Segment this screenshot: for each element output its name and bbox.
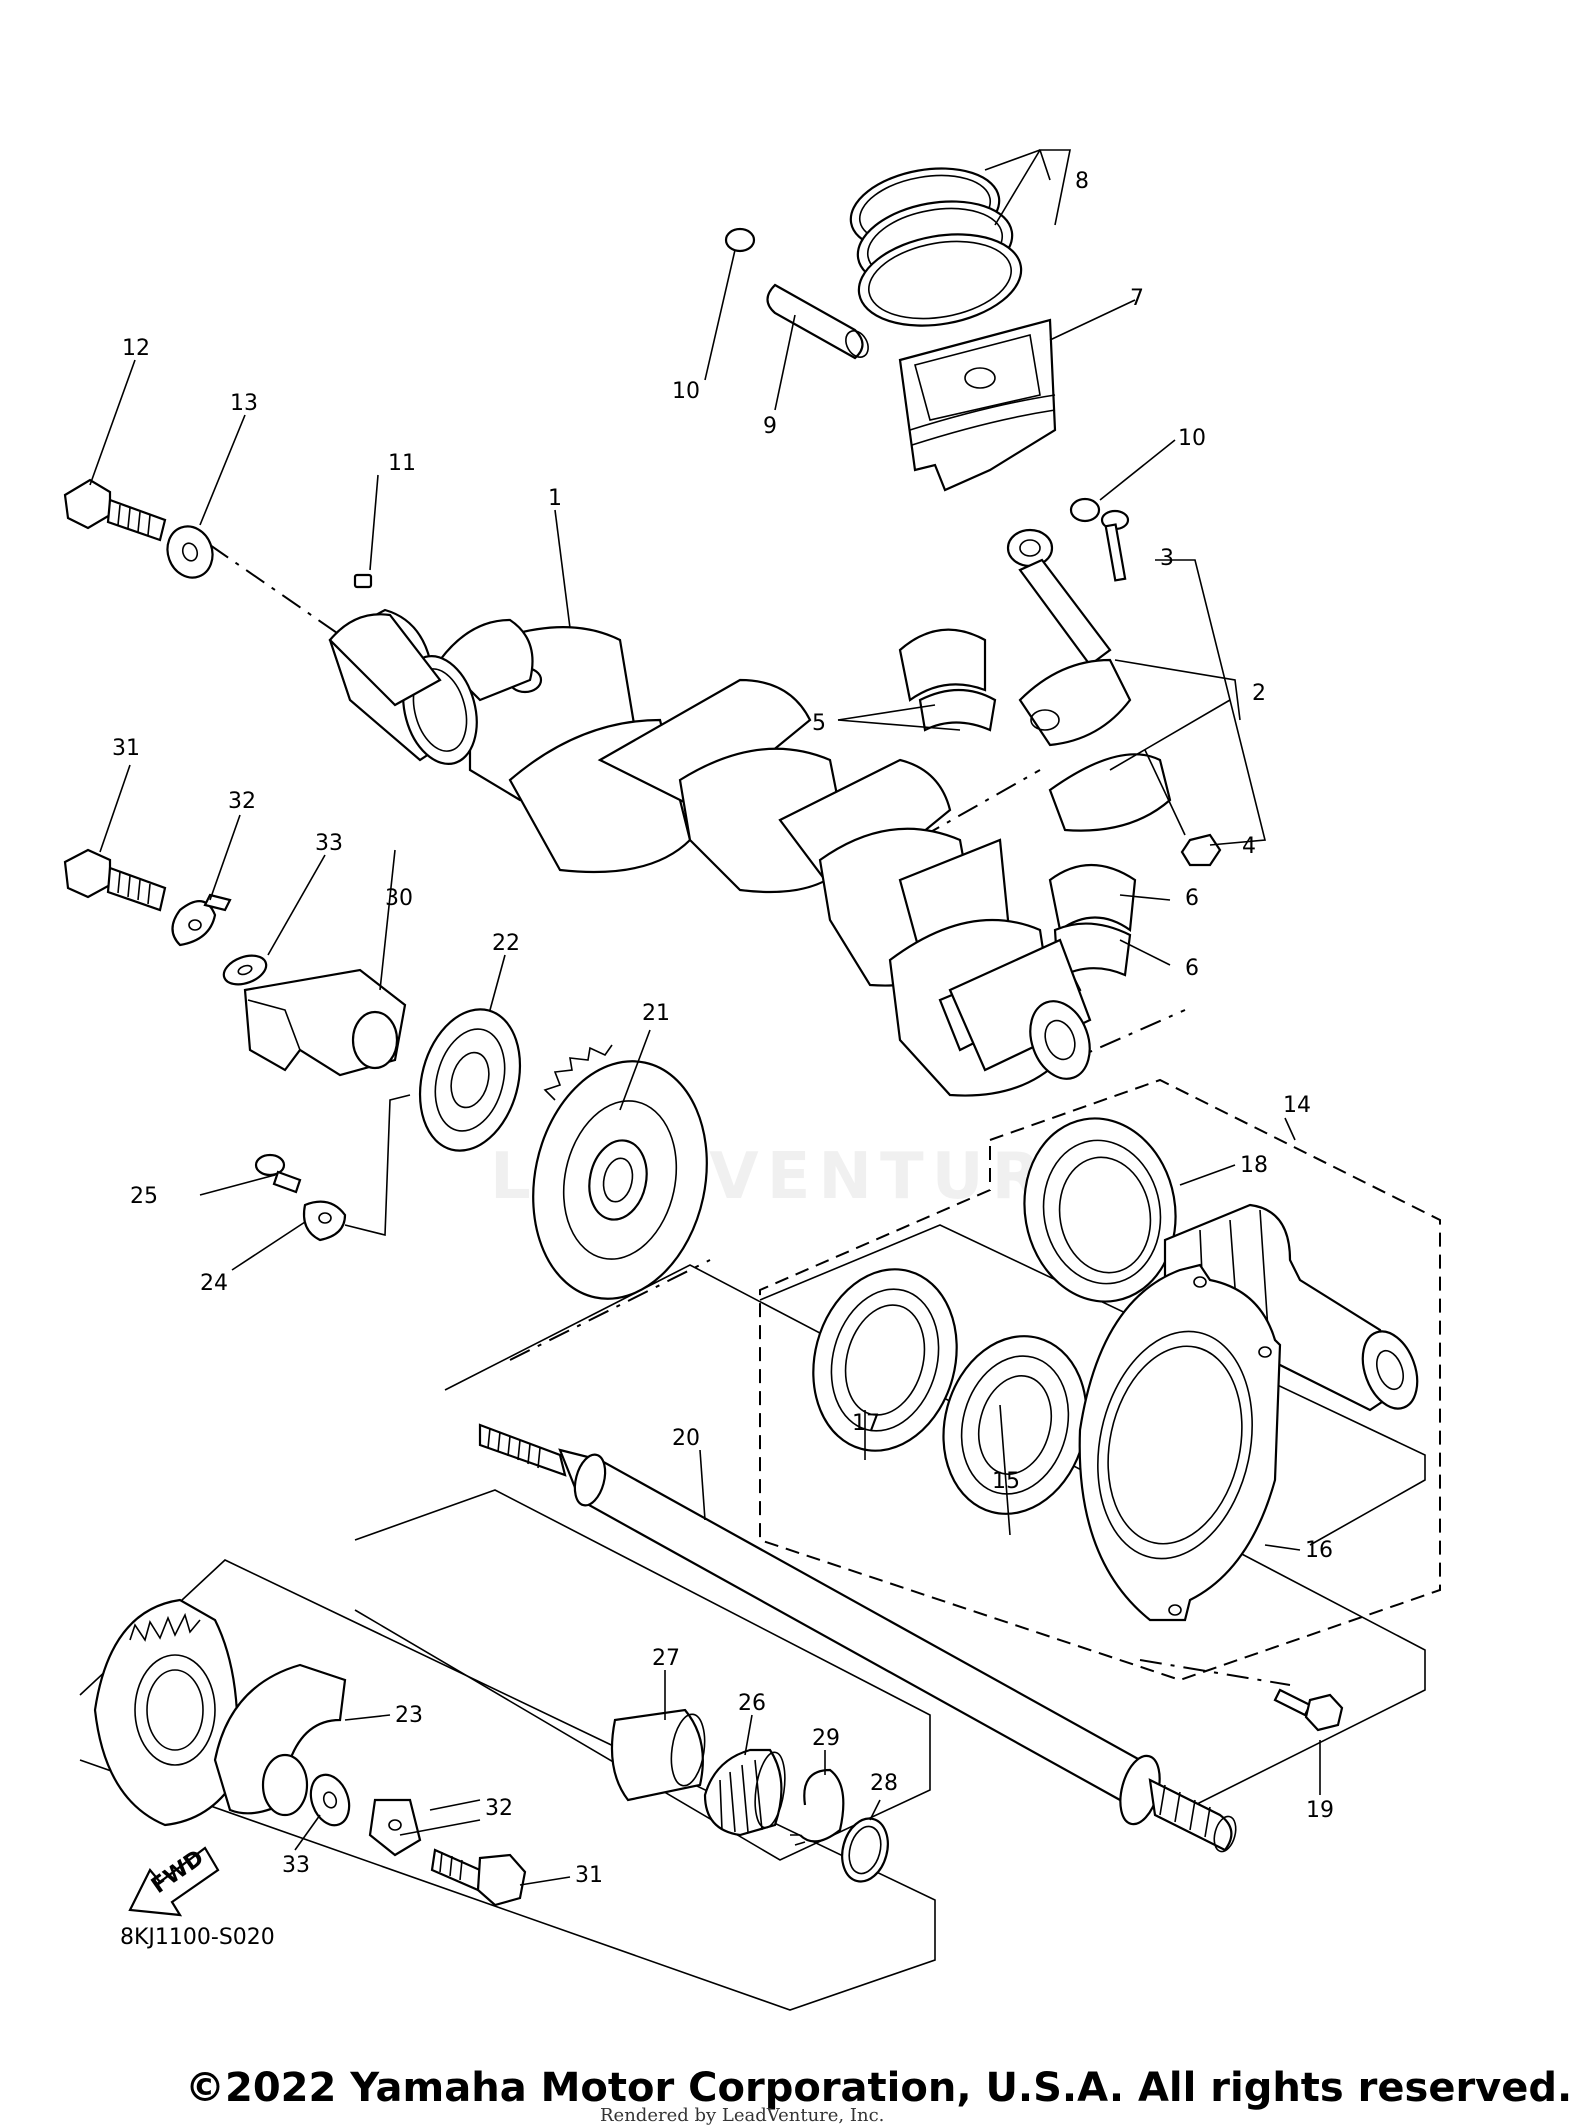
callout-33a: 33 <box>315 831 343 856</box>
callout-7: 7 <box>1130 286 1144 311</box>
lock-washer-top <box>171 893 232 947</box>
crankshaft <box>328 608 1092 1097</box>
balancer-weight <box>243 968 407 1077</box>
callout-6a: 6 <box>1185 886 1199 911</box>
fwd-arrow-icon: FWD <box>128 1845 220 1917</box>
callout-19: 19 <box>1306 1798 1334 1823</box>
piston-pin <box>766 283 869 360</box>
callout-1: 1 <box>548 486 562 511</box>
balancer-bolt-top <box>63 848 167 912</box>
callout-labels: 1 2 3 4 5 6 6 7 8 9 10 10 11 12 13 14 15… <box>112 169 1334 1888</box>
callout-16: 16 <box>1305 1538 1333 1563</box>
callout-17: 17 <box>852 1411 880 1436</box>
conrod-bearing <box>1048 863 1137 980</box>
callout-4: 4 <box>1242 834 1256 859</box>
plain-washer-top <box>222 954 268 986</box>
collar-27 <box>610 1708 706 1802</box>
callout-11: 11 <box>388 451 416 476</box>
callout-33b: 33 <box>282 1853 310 1878</box>
callout-9: 9 <box>763 414 777 439</box>
callout-12: 12 <box>122 336 150 361</box>
needle-bearing-26 <box>703 1748 786 1837</box>
callout-13: 13 <box>230 391 258 416</box>
callout-31a: 31 <box>112 736 140 761</box>
screw-25 <box>254 1153 302 1194</box>
woodruff-key <box>353 573 373 589</box>
callout-18: 18 <box>1240 1153 1268 1178</box>
callout-21: 21 <box>642 1001 670 1026</box>
callout-27: 27 <box>652 1646 680 1671</box>
balancer-bolt-bottom <box>430 1848 527 1907</box>
leader-lines <box>89 149 1321 1886</box>
callout-8: 8 <box>1075 169 1089 194</box>
balancer-weight-bottom <box>213 1663 347 1817</box>
ball-bearing-22 <box>418 1008 522 1152</box>
callout-30: 30 <box>385 886 413 911</box>
lock-plate-24 <box>302 1200 347 1242</box>
piston-clip-left <box>724 227 756 253</box>
assembly-outline-boxes <box>79 1224 1426 2011</box>
callout-25: 25 <box>130 1184 158 1209</box>
crank-washer <box>166 525 214 579</box>
connecting-rod <box>1006 528 1172 832</box>
callout-5: 5 <box>812 711 826 736</box>
crank-bearing-upper <box>898 628 997 732</box>
callout-32a: 32 <box>228 789 256 814</box>
oil-seal-17 <box>812 1268 958 1452</box>
conrod-nut <box>1180 833 1222 867</box>
rendered-by-notice: Rendered by LeadVenture, Inc. <box>600 2105 885 2126</box>
primary-drive-gear <box>532 1044 708 1300</box>
callout-31b: 31 <box>575 1863 603 1888</box>
crank-bolt <box>63 478 167 542</box>
callout-10a: 10 <box>672 379 700 404</box>
callout-15: 15 <box>992 1469 1020 1494</box>
callout-24: 24 <box>200 1271 228 1296</box>
callout-28: 28 <box>870 1771 898 1796</box>
callout-3: 3 <box>1160 546 1174 571</box>
bolt-19 <box>1273 1688 1344 1732</box>
callout-32b: 32 <box>485 1796 513 1821</box>
conrod-bolt <box>1100 509 1130 582</box>
callout-26: 26 <box>738 1691 766 1716</box>
plain-washer-bottom <box>309 1773 351 1827</box>
leader-bracket-24 <box>344 1094 411 1237</box>
circlip-29 <box>790 1768 845 1846</box>
assembly-axis-lines <box>209 544 1291 1686</box>
callout-20: 20 <box>672 1426 700 1451</box>
callout-2: 2 <box>1252 681 1266 706</box>
oil-seal-18 <box>1023 1117 1177 1303</box>
balancer-driven-gear <box>93 1598 239 1827</box>
copyright-notice: ©2022 Yamaha Motor Corporation, U.S.A. A… <box>185 2065 1572 2111</box>
crankshaft-exploded-diagram: FWD <box>63 149 1441 2011</box>
crank-timing-gear <box>328 613 478 765</box>
callout-6b: 6 <box>1185 956 1199 981</box>
callout-23: 23 <box>395 1703 423 1728</box>
piston <box>898 318 1057 492</box>
drive-shaft-20 <box>478 1423 1237 1853</box>
callout-14: 14 <box>1283 1093 1311 1118</box>
lock-washer-bottom <box>368 1798 422 1857</box>
bearing-housing-16 <box>1078 1263 1282 1622</box>
diagram-code: 8KJ1100-S020 <box>120 1925 275 1950</box>
callout-10b: 10 <box>1178 426 1206 451</box>
piston-clip-right <box>1069 497 1101 523</box>
callout-22: 22 <box>492 931 520 956</box>
piston-rings <box>849 167 1023 327</box>
callout-29: 29 <box>812 1726 840 1751</box>
ring-28 <box>841 1817 889 1883</box>
